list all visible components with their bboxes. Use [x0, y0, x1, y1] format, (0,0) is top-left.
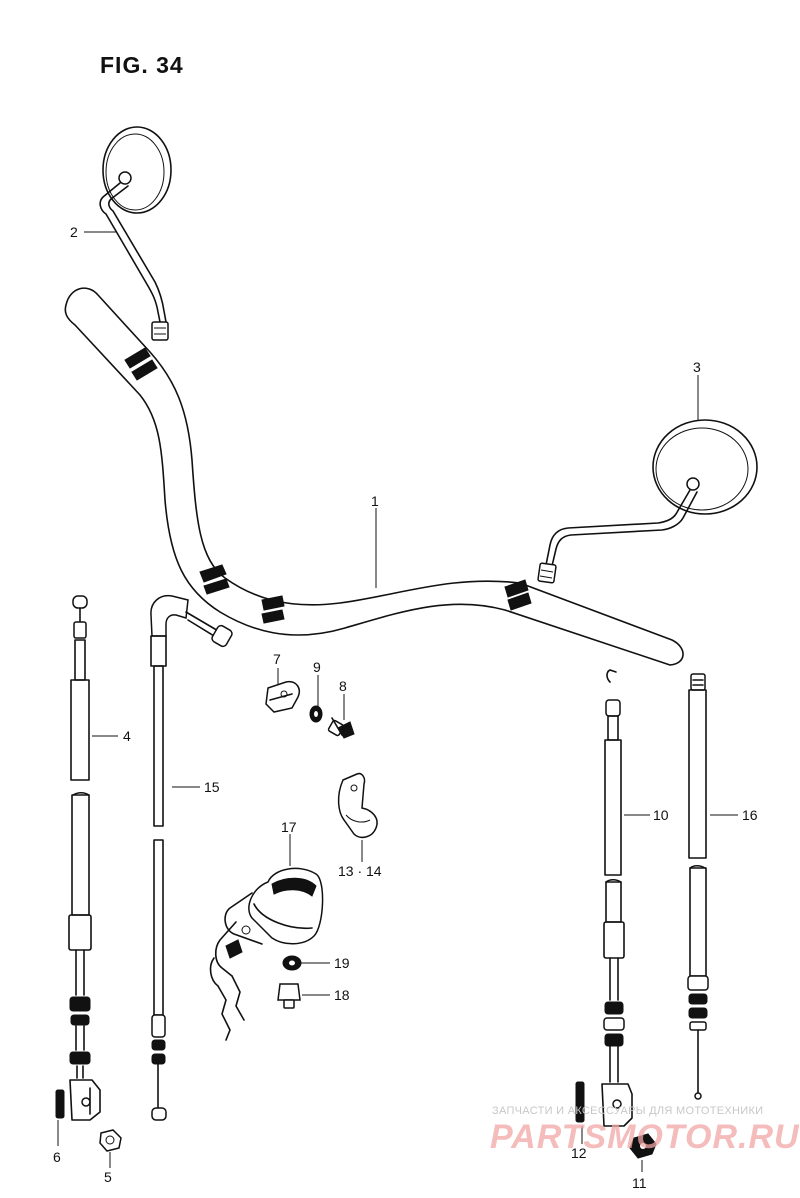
- callout-part-18: 18: [334, 987, 350, 1003]
- cable-guide: [337, 772, 378, 839]
- callout-part-6: 6: [53, 1149, 61, 1165]
- callout-part-17: 17: [281, 819, 297, 835]
- callout-part-8: 8: [339, 678, 347, 694]
- brake-clevis-bolt: [575, 1081, 585, 1123]
- figure-title: FIG. 34: [100, 52, 184, 78]
- throttle-cable: [150, 594, 233, 1121]
- callout-part-1: 1: [371, 493, 379, 509]
- brake-cable: [601, 669, 633, 1127]
- lock-washer: [309, 705, 323, 723]
- callout-part-13-14: 13 · 14: [338, 863, 382, 879]
- callout-part-2: 2: [70, 224, 78, 240]
- callout-part-7: 7: [273, 651, 281, 667]
- ignition-switch: [209, 867, 324, 1041]
- callout-part-19: 19: [334, 955, 350, 971]
- leader-lines: [57, 231, 738, 1172]
- cable-clamp: [265, 680, 300, 713]
- clamp-screw: [327, 717, 355, 739]
- callout-part-5: 5: [104, 1169, 112, 1185]
- switch-bolt: [277, 983, 301, 1009]
- callout-part-16: 16: [742, 807, 758, 823]
- clevis-bolt: [55, 1089, 65, 1119]
- watermark-tagline: ЗАПЧАСТИ И АКСЕССУАРЫ ДЛЯ МОТОТЕХНИКИ: [492, 1105, 764, 1117]
- callout-part-11: 11: [632, 1175, 647, 1191]
- callout-part-9: 9: [313, 659, 321, 675]
- switch-washer: [282, 955, 302, 971]
- clevis-nut: [99, 1129, 122, 1152]
- callout-part-3: 3: [693, 359, 701, 375]
- clutch-cable: [68, 595, 101, 1121]
- callout-part-10: 10: [653, 807, 669, 823]
- speedometer-cable: [687, 673, 709, 1100]
- brake-clevis-nut: [629, 1133, 657, 1159]
- left-mirror: [99, 126, 172, 341]
- handlebar: [64, 287, 684, 666]
- callout-part-15: 15: [204, 779, 220, 795]
- callout-part-4: 4: [123, 728, 131, 744]
- watermark-logo: PARTSMOTOR.RU: [490, 1118, 800, 1156]
- right-mirror: [537, 419, 758, 584]
- callout-part-12: 12: [571, 1145, 587, 1161]
